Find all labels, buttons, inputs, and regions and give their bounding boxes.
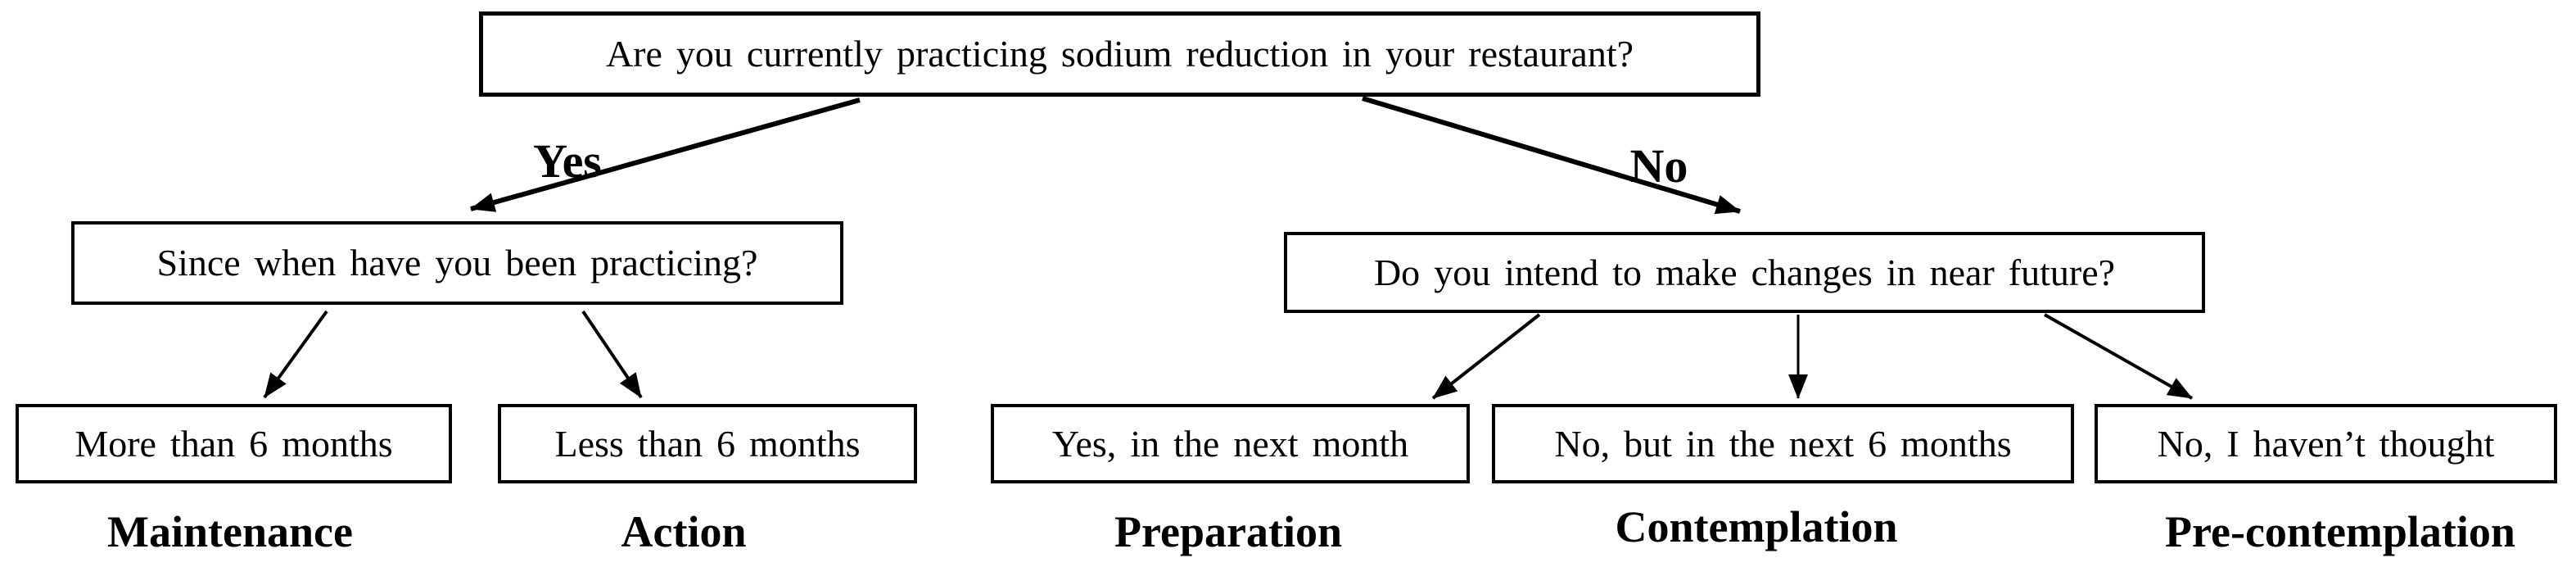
arrow-next-month	[1431, 313, 1541, 400]
arrow-havent-thought	[2044, 313, 2193, 400]
option-box-yes-next-month: Yes, in the next month	[991, 404, 1470, 483]
option-text: No, I haven’t thought	[2157, 422, 2495, 465]
root-question-text: Are you currently practicing sodium redu…	[605, 33, 1634, 75]
option-box-less-than-6-months: Less than 6 months	[498, 404, 917, 483]
arrow-more-than-6-months	[263, 310, 328, 399]
no-followup-question-text: Do you intend to make changes in near fu…	[1373, 251, 2116, 293]
root-question-box: Are you currently practicing sodium redu…	[479, 11, 1760, 97]
option-box-no-havent-thought: No, I haven’t thought	[2095, 404, 2557, 483]
edge-label-yes: Yes	[533, 134, 602, 188]
option-text: Less than 6 months	[554, 422, 861, 465]
arrow-yes-branch	[470, 98, 861, 212]
edge-label-no: No	[1629, 139, 1688, 193]
stage-label-pre-contemplation: Pre-contemplation	[2165, 507, 2515, 556]
stage-label-maintenance: Maintenance	[107, 507, 353, 556]
stage-label-preparation: Preparation	[1114, 507, 1342, 556]
stage-label-action: Action	[621, 507, 747, 556]
option-text: More than 6 months	[75, 422, 393, 465]
arrow-less-than-6-months	[581, 310, 643, 399]
option-text: No, but in the next 6 months	[1554, 422, 2012, 465]
no-followup-question-box: Do you intend to make changes in near fu…	[1284, 232, 2205, 313]
yes-followup-question-box: Since when have you been practicing?	[71, 221, 843, 305]
yes-followup-question-text: Since when have you been practicing?	[156, 242, 758, 284]
option-box-more-than-6-months: More than 6 months	[16, 404, 452, 483]
arrow-no-branch	[1362, 96, 1741, 215]
option-text: Yes, in the next month	[1051, 422, 1409, 465]
stage-label-contemplation: Contemplation	[1615, 502, 1898, 551]
option-box-no-next-6-months: No, but in the next 6 months	[1492, 404, 2074, 483]
